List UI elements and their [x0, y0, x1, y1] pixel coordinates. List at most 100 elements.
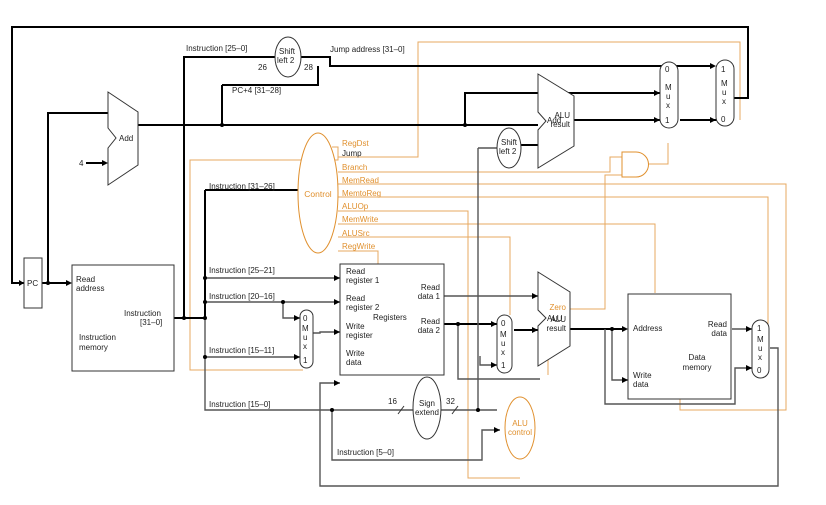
alu-zero-label: Zero: [550, 303, 567, 312]
pc4-label: PC+4 [31–28]: [232, 86, 281, 95]
shift-mid-label-1: Shift: [501, 138, 518, 147]
dm-name-1: Data: [689, 353, 706, 362]
alu-control-label-2: control: [508, 428, 532, 437]
width-28-label: 28: [304, 63, 313, 72]
sign-extend-label-2: extend: [415, 408, 439, 417]
memtoreg-mux-m: M: [757, 335, 764, 344]
pc-adder: [107, 91, 139, 186]
alusrc-mux-x: x: [501, 348, 505, 357]
constant-four: 4: [79, 159, 84, 168]
rf-read-data2-a: Read: [421, 317, 440, 326]
control-signal-labels: RegDst Jump Branch MemRead MemtoReg ALUO…: [342, 139, 381, 251]
signal-alusrc: ALUSrc: [342, 229, 370, 238]
signal-aluop: ALUOp: [342, 202, 369, 211]
branch-adder-res-2: result: [550, 120, 570, 129]
memtoreg-mux-0: 0: [757, 366, 762, 375]
jump-mux-x: x: [722, 97, 726, 106]
imem-name-1: Instruction: [79, 333, 116, 342]
pc-adder-label: Add: [119, 134, 133, 143]
instr-15-11-label: Instruction [15–11]: [209, 346, 274, 355]
alusrc-mux-1: 1: [501, 361, 506, 370]
regdst-mux: [299, 309, 314, 369]
width-32-label: 32: [446, 397, 455, 406]
jump-mux-m: M: [721, 79, 728, 88]
data-memory: [627, 293, 732, 400]
rf-write-data-b: data: [346, 358, 362, 367]
dm-address-label: Address: [633, 324, 662, 333]
control-unit: [297, 132, 339, 254]
rf-write-reg-a: Write: [346, 322, 365, 331]
branch-mux-m: M: [665, 83, 672, 92]
memtoreg-mux-u: u: [758, 344, 762, 353]
jump-mux: [715, 59, 735, 127]
control-lines: [189, 41, 787, 479]
rf-write-data-a: Write: [346, 349, 365, 358]
alu-result-1: ALU: [550, 315, 566, 324]
instruction-memory: [71, 264, 175, 372]
dm-write-label-2: data: [633, 380, 649, 389]
branch-mux-0: 0: [665, 65, 670, 74]
signal-branch: Branch: [342, 163, 367, 172]
regdst-mux-1: 1: [303, 356, 308, 365]
imem-bits-label: [31–0]: [140, 318, 162, 327]
junction-dots: [46, 123, 614, 412]
signal-memwrite: MemWrite: [342, 215, 379, 224]
alusrc-mux-m: M: [500, 330, 507, 339]
sign-extend: [412, 376, 442, 440]
alu-control-label-1: ALU: [512, 419, 528, 428]
signal-regdst: RegDst: [342, 139, 369, 148]
sign-extend-label-1: Sign: [419, 399, 435, 408]
rf-read-data1-b: data 1: [418, 292, 441, 301]
branch-mux-x: x: [666, 101, 670, 110]
regdst-mux-m: M: [302, 324, 309, 333]
width-26-label: 26: [258, 63, 267, 72]
shift-mid-label-2: left 2: [499, 147, 517, 156]
signal-memread: MemRead: [342, 176, 379, 185]
branch-mux-1: 1: [665, 116, 670, 125]
alusrc-mux-u: u: [501, 339, 505, 348]
bus-width-tick-16: [397, 405, 405, 415]
shift-left-branch: [496, 127, 522, 169]
memtoreg-mux-x: x: [758, 353, 762, 362]
branch-and-gate: [621, 151, 649, 178]
instr-25-21-label: Instruction [25–21]: [209, 266, 275, 275]
shift-top-label-2: left 2: [277, 56, 295, 65]
alu-result-2: result: [546, 324, 566, 333]
rf-read-reg2-a: Read: [346, 294, 365, 303]
branch-mux-u: u: [666, 92, 670, 101]
branch-adder: [537, 73, 575, 169]
dm-read-label-2: data: [711, 329, 727, 338]
alusrc-mux-0: 0: [501, 319, 506, 328]
instr-31-26-label: Instruction [31–26]: [209, 182, 275, 191]
instr-15-0-label: Instruction [15–0]: [209, 400, 270, 409]
regdst-mux-u: u: [303, 333, 307, 342]
datapath-wires: [204, 147, 779, 487]
rf-read-reg1-b: register 1: [346, 276, 380, 285]
alusrc-mux: [496, 314, 513, 374]
imem-name-2: memory: [79, 343, 108, 352]
instr-20-16-label: Instruction [20–16]: [209, 292, 275, 301]
width-16-label: 16: [388, 397, 397, 406]
main-alu: [537, 271, 571, 367]
imem-read-label: Read: [76, 275, 95, 284]
signal-jump: Jump: [342, 149, 362, 158]
branch-mux: [659, 61, 679, 129]
instr-5-0-label: Instruction [5–0]: [337, 448, 394, 457]
dm-read-label-1: Read: [708, 320, 727, 329]
jump-mux-1: 1: [721, 65, 726, 74]
regdst-mux-x: x: [303, 342, 307, 351]
alu-control: [504, 396, 536, 460]
imem-address-label: address: [76, 284, 104, 293]
control-label: Control: [304, 189, 332, 199]
dm-name-2: memory: [683, 363, 712, 372]
memtoreg-mux-1: 1: [757, 324, 762, 333]
signal-regwrite: RegWrite: [342, 242, 376, 251]
rf-write-reg-b: register: [346, 331, 373, 340]
rf-read-data2-b: data 2: [418, 326, 441, 335]
rf-read-reg2-b: register 2: [346, 303, 380, 312]
branch-adder-label: Add: [547, 116, 561, 125]
branch-adder-res-1: ALU: [554, 111, 570, 120]
shift-left-jump: [274, 36, 302, 78]
rf-read-reg1-a: Read: [346, 267, 365, 276]
